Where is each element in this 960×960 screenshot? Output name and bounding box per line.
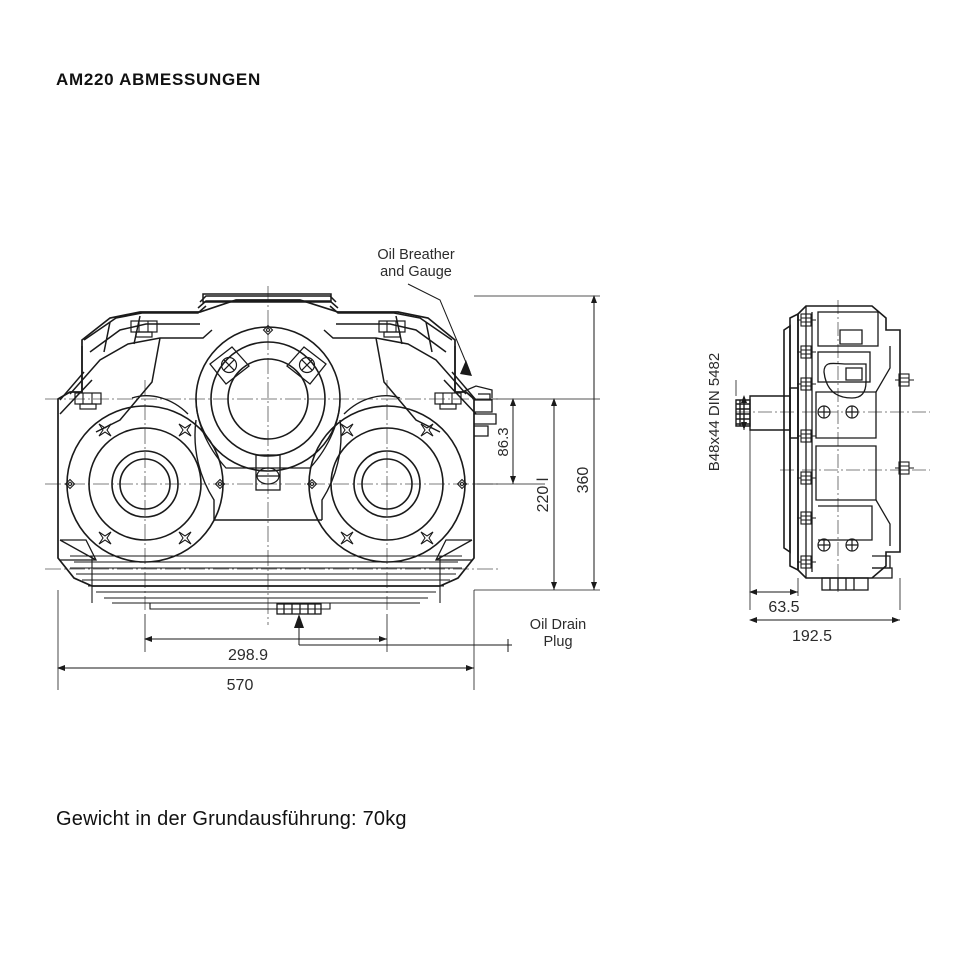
front-view-gearbox: [45, 286, 500, 625]
left-arm: [59, 305, 213, 433]
dim-63-5: 63.5: [749, 589, 800, 616]
page-title: AM220 ABMESSUNGEN: [56, 70, 261, 89]
annotation-leaders: Oil Breather and Gauge Oil Drain Plug: [294, 247, 586, 652]
side-drain-boss: [821, 555, 893, 591]
dim-220: 220 l: [535, 398, 557, 590]
side-body-outline: [783, 305, 901, 579]
splined-input-shaft: [735, 387, 799, 439]
dim-label-86-3: 86.3: [495, 427, 512, 456]
dim-label-298-9: 298.9: [228, 647, 268, 664]
weight-note: Gewicht in der Grundausführung: 70kg: [56, 808, 407, 830]
side-flange-bolts-right: [894, 373, 915, 475]
oil-breather-label-line2: and Gauge: [380, 264, 452, 280]
dim-label-570: 570: [227, 677, 254, 694]
dim-192-5: 192.5: [749, 617, 900, 645]
side-ports: [817, 405, 859, 552]
corner-gussets: [59, 539, 473, 561]
dim-298-9: 298.9: [144, 636, 387, 664]
oil-breather-label-line1: Oil Breather: [377, 247, 455, 263]
side-inner-detail: [805, 306, 891, 578]
right-arm: [323, 305, 477, 433]
dim-label-spline: B48x44 DIN 5482: [706, 353, 723, 471]
top-cap: [197, 293, 339, 309]
dim-360: 360: [575, 295, 597, 590]
oil-breather-part: [461, 385, 497, 437]
dim-spline: B48x44 DIN 5482: [706, 353, 747, 471]
dim-label-360: 360: [575, 467, 592, 494]
housing-outline: [57, 299, 475, 587]
oil-drain-label-line2: Plug: [543, 634, 572, 650]
cooling-fins: [70, 555, 462, 610]
center-webs: [131, 395, 401, 521]
front-view-dimensions: 86.3 220 l 360 298.9 570: [57, 295, 600, 694]
oil-drain-callout: Oil Drain Plug: [294, 614, 586, 652]
dim-570: 570: [57, 665, 474, 694]
dim-label-192-5: 192.5: [792, 628, 832, 645]
dim-label-220: 220 l: [535, 478, 552, 513]
side-view-dimensions: B48x44 DIN 5482 63.5 192.5: [706, 353, 901, 645]
dim-86-3: 86.3: [495, 398, 516, 484]
oil-breather-callout: Oil Breather and Gauge: [377, 247, 472, 376]
oil-drain-label-line1: Oil Drain: [530, 617, 586, 633]
side-view-gearbox: [735, 300, 930, 592]
dim-label-63-5: 63.5: [768, 599, 799, 616]
center-hub-lugs: [209, 324, 327, 491]
